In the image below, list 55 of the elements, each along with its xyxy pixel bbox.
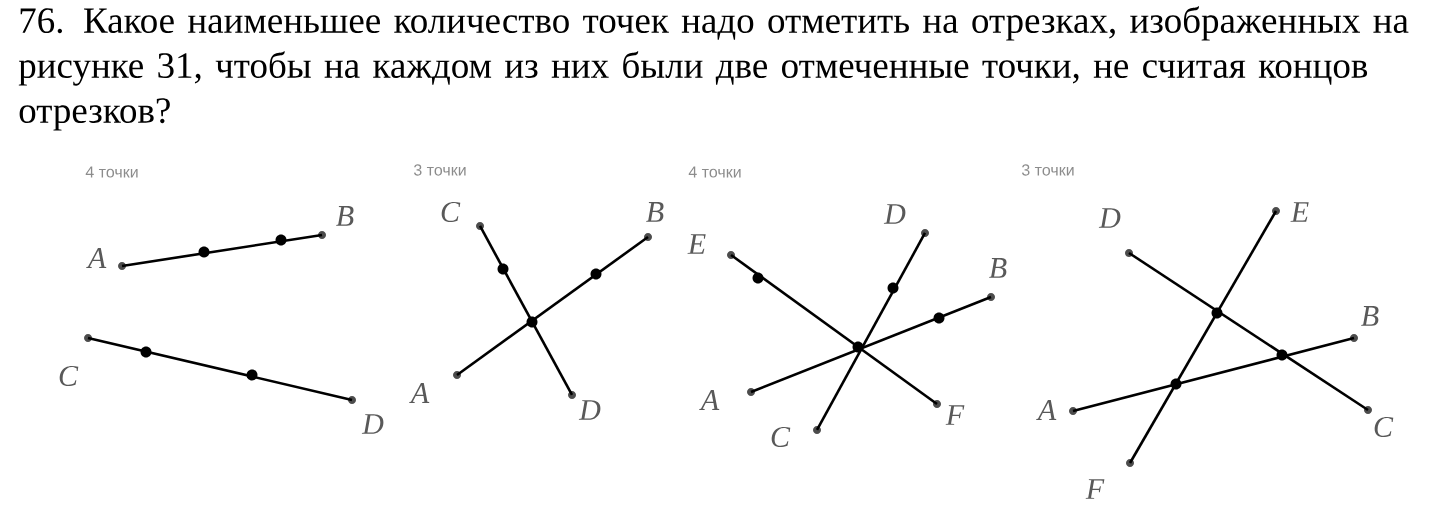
endpoint	[921, 229, 929, 237]
endpoint	[84, 334, 92, 342]
endpoint	[1126, 459, 1134, 467]
point-label: C	[59, 365, 79, 387]
point-label: B	[646, 202, 664, 222]
point-label: C	[441, 201, 461, 223]
endpoint	[644, 233, 652, 241]
endpoint	[453, 371, 461, 379]
point-label: D	[883, 204, 906, 224]
endpoint	[318, 231, 326, 239]
endpoint	[1350, 334, 1358, 342]
endpoint	[118, 262, 126, 270]
point-label: A	[409, 383, 430, 403]
endpoint	[987, 293, 995, 301]
line-segment	[121, 233, 323, 268]
point-label: E	[687, 234, 706, 254]
point-label: A	[699, 390, 720, 410]
line-segment	[1128, 251, 1369, 412]
line-segment	[750, 295, 992, 394]
line-segment	[730, 253, 938, 406]
point-label: B	[1361, 306, 1379, 326]
point-label: E	[1290, 202, 1309, 222]
endpoint	[476, 222, 484, 230]
problem-text: 76. Какое наименьшее количество точек надо отметить на отрезках, изображенных на рисунке 31, чтобы на каждом из них были две отмеченные точки, не считая концов отрезков?	[18, 6, 1409, 131]
endpoint	[933, 400, 941, 408]
point-label: D	[361, 414, 384, 434]
endpoint	[1125, 249, 1133, 257]
line-segment	[456, 235, 649, 377]
point-label: A	[1036, 400, 1057, 420]
point-label: F	[1085, 479, 1105, 499]
point-label: A	[86, 248, 107, 268]
point-label: C	[1374, 416, 1394, 438]
endpoint	[727, 251, 735, 259]
point-label: D	[1098, 208, 1121, 228]
endpoint	[747, 388, 755, 396]
endpoint	[348, 396, 356, 404]
endpoint	[568, 391, 576, 399]
line-segment	[87, 336, 353, 402]
line-segment	[478, 225, 574, 396]
endpoint	[1069, 407, 1077, 415]
line-segment	[1128, 210, 1278, 464]
point-count-label: 4 точки	[85, 166, 138, 178]
point-count-label: 3 точки	[413, 164, 466, 176]
point-count-label: 4 точки	[688, 166, 741, 178]
point-count-label: 3 точки	[1021, 164, 1074, 176]
endpoint	[1364, 406, 1372, 414]
line-segment	[1072, 336, 1355, 413]
point-label: D	[578, 400, 601, 420]
endpoint	[813, 426, 821, 434]
line-segment	[815, 232, 927, 431]
endpoint	[1272, 207, 1280, 215]
point-label: B	[989, 258, 1007, 278]
point-label: B	[336, 206, 354, 226]
point-label: F	[945, 405, 965, 425]
point-label: C	[771, 426, 791, 448]
